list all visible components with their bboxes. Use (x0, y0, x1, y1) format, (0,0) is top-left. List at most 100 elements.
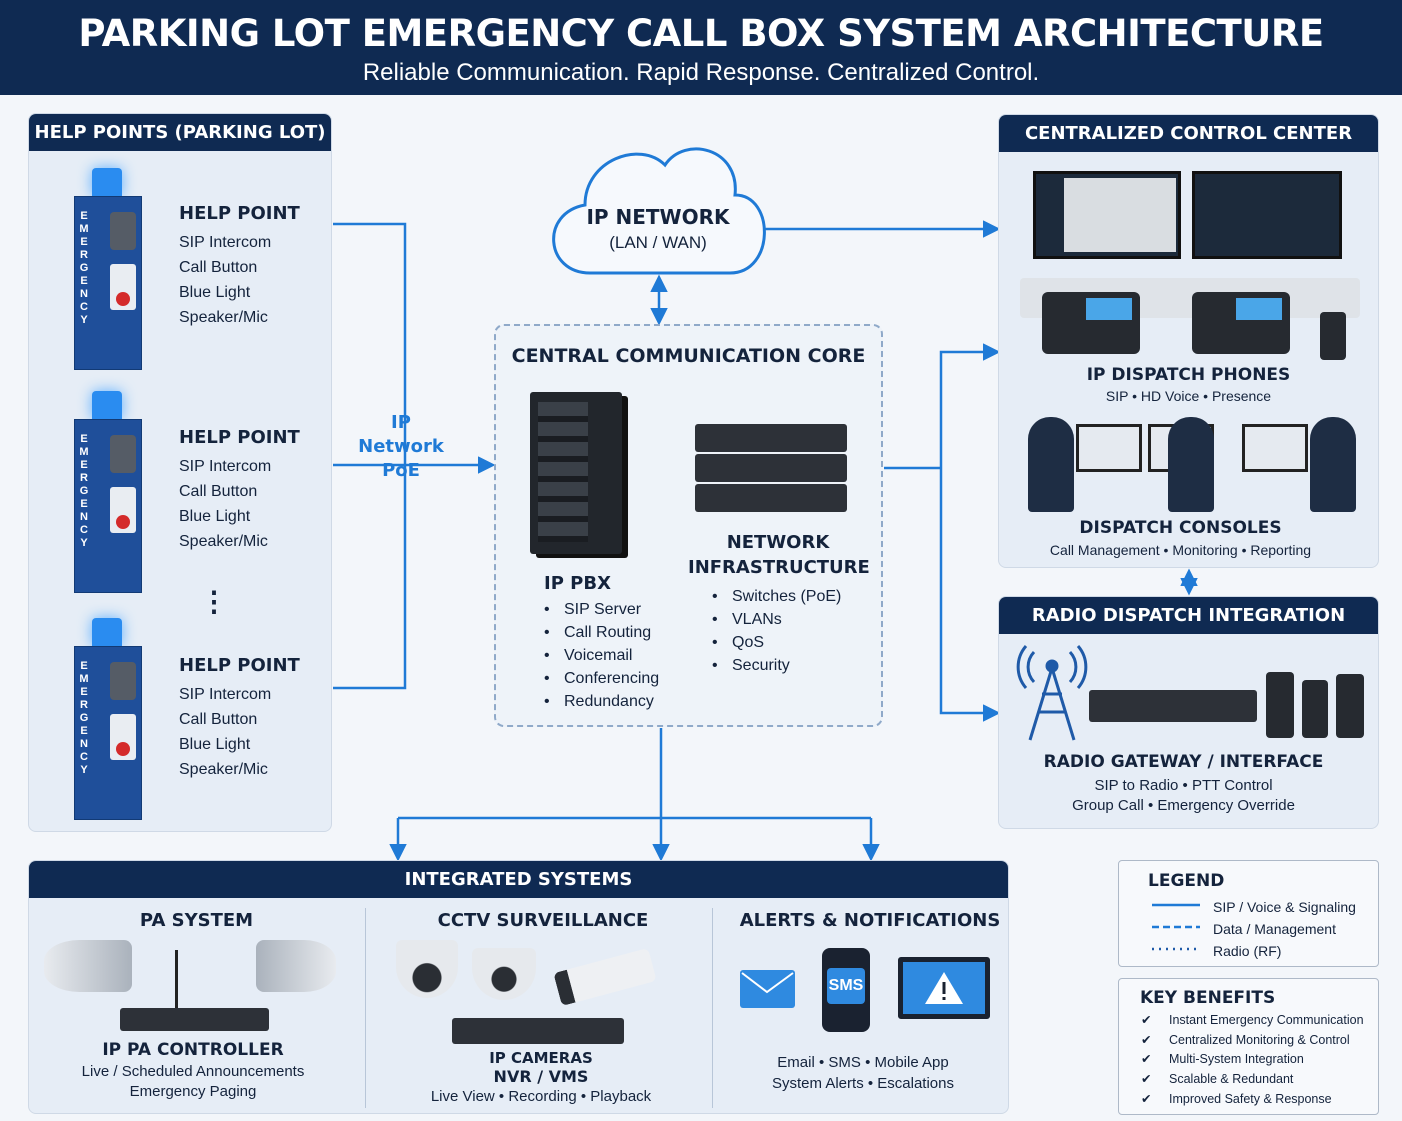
pa-line1: Live / Scheduled Announcements (81, 1063, 305, 1080)
legend-item-sip: SIP / Voice & Signaling (1213, 899, 1356, 915)
feature-speaker-mic: Speaker/Mic (179, 761, 268, 778)
dispatch-consoles-subtitle: Call Management • Monitoring • Reporting (1049, 542, 1312, 558)
cctv-line1: Live View • Recording • Playback (430, 1088, 652, 1105)
alerts-block: Email • SMS • Mobile App System Alerts •… (715, 1054, 1011, 1092)
help-point-info-3: HELP POINT SIP Intercom Call Button Blue… (179, 655, 300, 782)
feature-sip-intercom: SIP Intercom (179, 686, 272, 703)
speaker-grille-icon (110, 435, 136, 473)
dashboard-monitor-icon (1192, 171, 1342, 259)
ip-phone-icon (1192, 292, 1290, 354)
cctv-device1: IP CAMERAS (489, 1049, 593, 1067)
cloud-subtitle: (LAN / WAN) (609, 233, 707, 252)
legend-item-data: Data / Management (1213, 921, 1336, 937)
alerts-line1: Email • SMS • Mobile App (777, 1054, 949, 1071)
legend-heading: LEGEND (1148, 871, 1225, 891)
radio-gateway-title: RADIO GATEWAY / INTERFACE (1043, 752, 1324, 772)
dispatch-phones-subtitle: SIP • HD Voice • Presence (1105, 388, 1272, 404)
benefit-item: ✔Improved Safety & Response (1141, 1090, 1364, 1110)
check-icon: ✔ (1141, 1032, 1152, 1047)
feature-speaker-mic: Speaker/Mic (179, 309, 268, 326)
pa-horn-speaker-icon (44, 940, 132, 992)
ip-network-cloud: IP NETWORK (LAN / WAN) (575, 205, 741, 253)
network-infra-title: NETWORK INFRASTRUCTURE (688, 530, 870, 580)
check-icon: ✔ (1141, 1052, 1152, 1067)
radio-heading: RADIO DISPATCH INTEGRATION (999, 597, 1378, 634)
antenna-icon (175, 950, 178, 1010)
blue-light-icon (92, 618, 122, 646)
feature-call-button: Call Button (179, 259, 258, 276)
core-heading: CENTRAL COMMUNICATION CORE (511, 345, 866, 367)
feature-blue-light: Blue Light (179, 736, 251, 753)
poe-label: PoE (382, 460, 420, 481)
check-icon: ✔ (1141, 1013, 1152, 1027)
network-infra-title-line2: INFRASTRUCTURE (688, 557, 870, 578)
speaker-grille-icon (110, 662, 136, 700)
mobile-phone-icon: SMS (822, 948, 870, 1032)
handheld-radio-icon (1266, 672, 1294, 738)
pa-device-title: IP PA CONTROLLER (102, 1040, 284, 1060)
nvr-device-icon (452, 1018, 624, 1044)
ip-network-poe-label: IP Network PoE (350, 411, 452, 483)
network-item: QoS (712, 631, 841, 654)
cloud-icon (552, 147, 766, 275)
dome-camera-icon (396, 940, 458, 998)
check-icon: ✔ (1141, 1072, 1152, 1087)
blue-light-icon (92, 391, 122, 419)
ip-pbx-block: IP PBX SIP Server Call Routing Voicemail… (544, 573, 659, 713)
connector-helppoint-1 (333, 222, 407, 465)
help-point-title: HELP POINT (179, 427, 300, 448)
alerts-line2: System Alerts • Escalations (772, 1075, 954, 1092)
speaker-grille-icon (110, 212, 136, 250)
feature-call-button: Call Button (179, 483, 258, 500)
help-point-info-2: HELP POINT SIP Intercom Call Button Blue… (179, 427, 300, 554)
handheld-radio-icon (1320, 312, 1346, 360)
section-divider (365, 908, 366, 1108)
pa-controller-device-icon (120, 1008, 269, 1031)
feature-speaker-mic: Speaker/Mic (179, 533, 268, 550)
dispatch-phones-title: IP DISPATCH PHONES (1086, 365, 1291, 385)
connector-helppoint-3 (333, 465, 407, 690)
console-monitor-icon (1242, 424, 1308, 472)
call-box-label: EMERGENCY (79, 660, 89, 776)
pbx-server-icon (530, 392, 622, 554)
more-help-points-ellipsis: ⋮ (200, 586, 228, 617)
integrated-systems-heading: INTEGRATED SYSTEMS (29, 861, 1008, 898)
network-switch-icon (695, 454, 847, 482)
ip-network-label: IP Network (358, 412, 444, 457)
call-button-icon[interactable] (116, 742, 130, 756)
feature-blue-light: Blue Light (179, 284, 251, 301)
connector-to-phones (939, 343, 1001, 468)
pbx-item: SIP Server (544, 598, 659, 621)
pa-block: IP PA CONTROLLER Live / Scheduled Announ… (28, 1040, 358, 1100)
alerts-title: ALERTS & NOTIFICATIONS (739, 910, 1001, 931)
legend-item-radio: Radio (RF) (1213, 943, 1282, 959)
control-center-heading: CENTRALIZED CONTROL CENTER (999, 115, 1378, 152)
radio-gateway-device-icon (1089, 690, 1257, 722)
call-box-label: EMERGENCY (79, 210, 89, 326)
dispatch-consoles-title: DISPATCH CONSOLES (1079, 518, 1282, 538)
operator-icon (1168, 417, 1214, 512)
feature-call-button: Call Button (179, 711, 258, 728)
dispatch-consoles-block: DISPATCH CONSOLES Call Management • Moni… (990, 518, 1371, 558)
help-point-info-1: HELP POINT SIP Intercom Call Button Blue… (179, 203, 300, 330)
check-icon: ✔ (1141, 1091, 1152, 1106)
help-point-title: HELP POINT (179, 203, 300, 224)
sms-bubble-icon: SMS (827, 968, 865, 1004)
operator-icon (1310, 417, 1356, 512)
network-infra-title-line1: NETWORK (726, 532, 830, 553)
network-switch-icon (695, 484, 847, 512)
map-monitor-icon (1033, 171, 1181, 259)
console-monitor-icon (1076, 424, 1142, 472)
network-item: VLANs (712, 608, 841, 631)
pbx-item: Call Routing (544, 621, 659, 644)
call-button-icon[interactable] (116, 515, 130, 529)
help-points-heading: HELP POINTS (PARKING LOT) (29, 114, 331, 151)
network-infra-list: Switches (PoE) VLANs QoS Security (712, 585, 841, 677)
cctv-title: CCTV SURVEILLANCE (437, 910, 649, 931)
call-button-icon[interactable] (116, 292, 130, 306)
pbx-item: Conferencing (544, 667, 659, 690)
feature-blue-light: Blue Light (179, 508, 251, 525)
handheld-radio-icon (1336, 674, 1364, 738)
connector-to-radio (939, 468, 1001, 722)
section-divider (712, 908, 713, 1108)
